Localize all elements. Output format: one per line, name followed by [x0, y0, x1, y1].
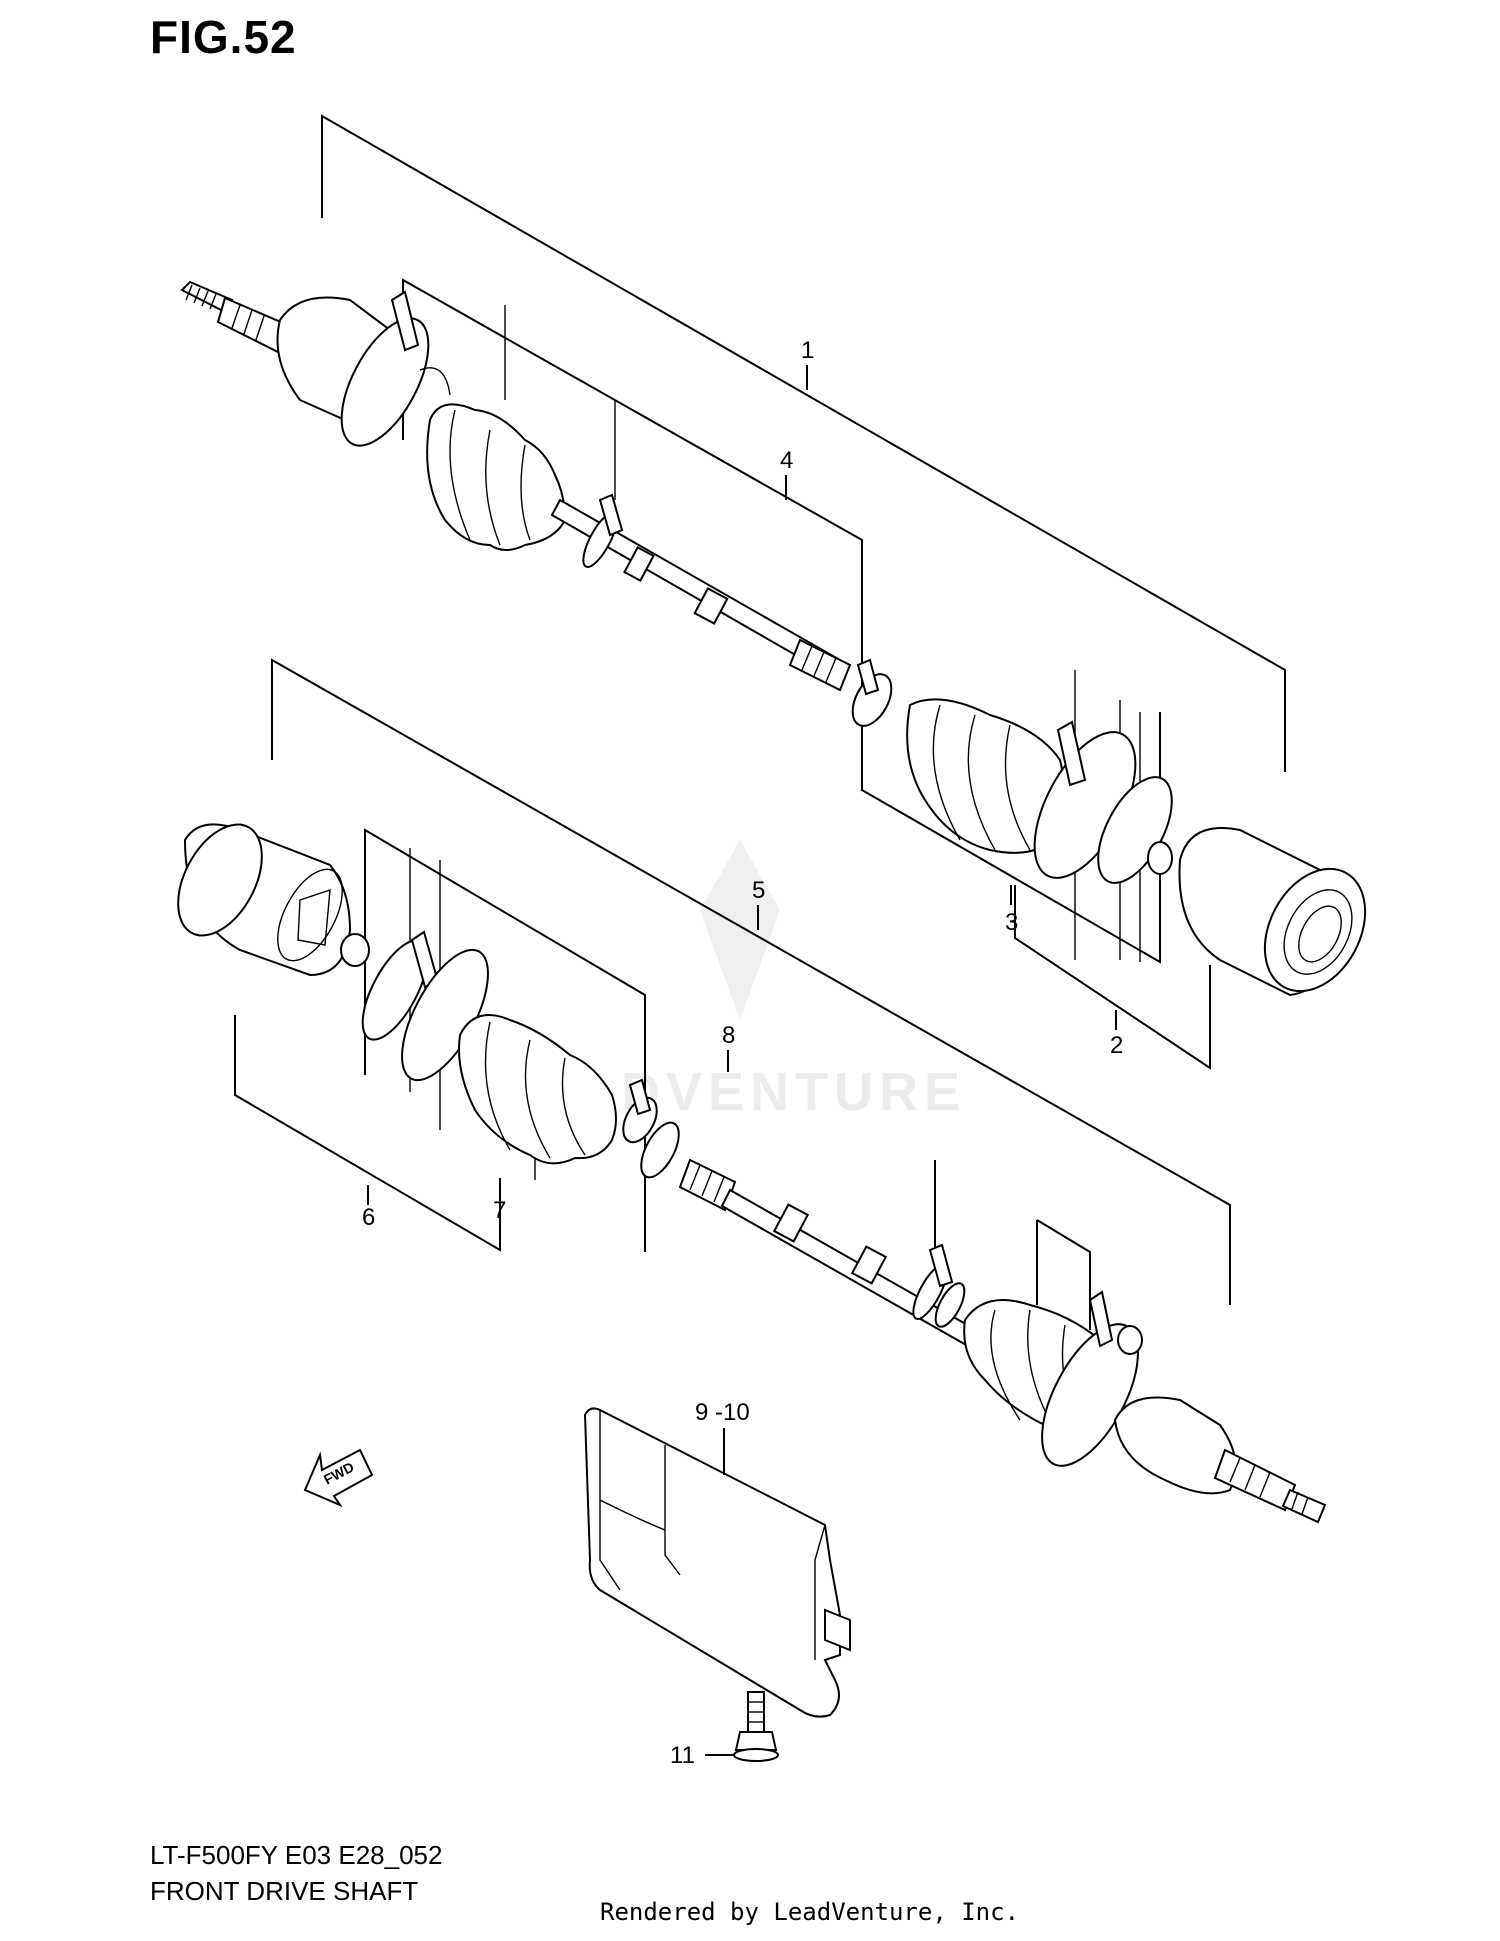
callout-ticks: [367, 365, 1117, 1205]
lower-drive-shaft: [177, 823, 1327, 1524]
upper-drive-shaft: [180, 280, 1367, 997]
callout-9-10: 9 -10: [695, 1399, 750, 1426]
leadventure-logo-icon: [700, 840, 780, 1020]
callout-1: 1: [801, 337, 814, 364]
callout-6: 6: [362, 1204, 375, 1231]
callout-3: 3: [1005, 909, 1018, 936]
callout-2: 2: [1110, 1032, 1123, 1059]
callout-8: 8: [722, 1022, 735, 1049]
callout-11: 11: [670, 1742, 695, 1769]
figure-title: FIG.52: [150, 11, 297, 63]
callout-5: 5: [752, 877, 765, 904]
callout-7: 7: [493, 1197, 506, 1224]
fwd-arrow-icon: FWD: [303, 1448, 374, 1508]
footer-model-code: LT-F500FY E03 E28_052: [150, 1840, 443, 1870]
bolt: [733, 1691, 779, 1762]
render-credit: Rendered by LeadVenture, Inc.: [600, 1898, 1020, 1926]
callout-4: 4: [780, 447, 793, 474]
callouts: 1 4 5 3 8 2 6 7 9 -10 11: [362, 337, 1123, 1769]
shaft-guard-plate: [583, 1407, 851, 1718]
upper-leader-lines: [321, 114, 1286, 1070]
footer-diagram-title: FRONT DRIVE SHAFT: [150, 1876, 419, 1906]
